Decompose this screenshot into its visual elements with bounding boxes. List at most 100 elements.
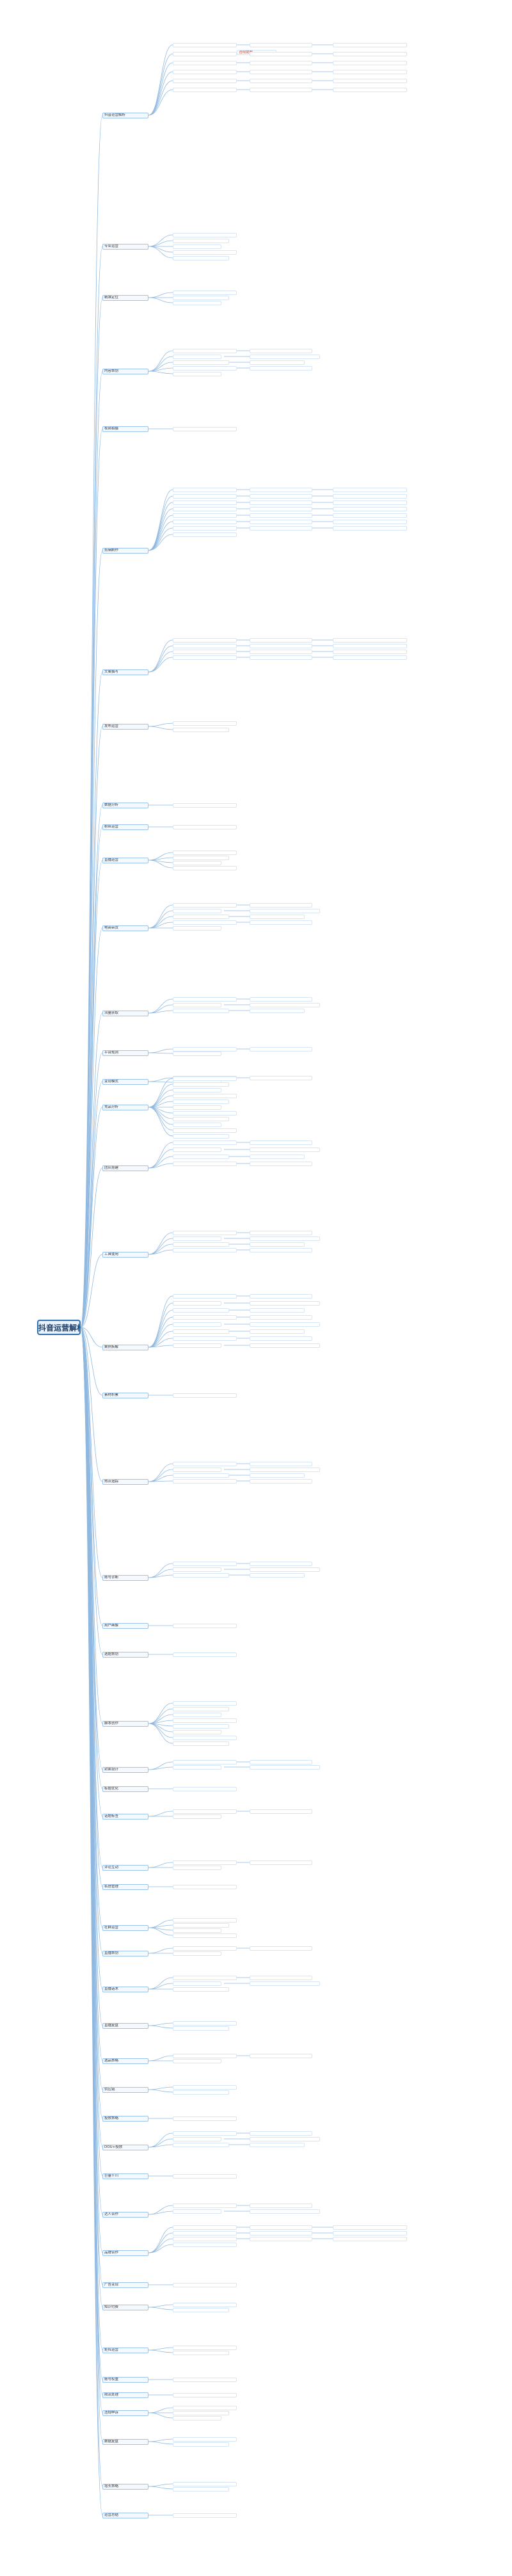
leaf-node[interactable] [173, 2345, 237, 2350]
leaf-node[interactable] [250, 920, 312, 925]
leaf-node[interactable] [173, 721, 237, 726]
leaf-node[interactable] [250, 643, 312, 648]
leaf-node[interactable] [250, 348, 312, 353]
branch-node[interactable]: 素材积累 [102, 1392, 148, 1398]
leaf-node[interactable] [173, 902, 237, 908]
branch-node[interactable]: 限流处理 [102, 2392, 148, 2398]
leaf-node[interactable] [250, 506, 312, 511]
leaf-node[interactable] [173, 1343, 221, 1348]
leaf-node[interactable] [173, 1076, 237, 1081]
branch-node[interactable]: 视频拍摄 [102, 426, 148, 432]
leaf-node[interactable] [250, 1147, 320, 1152]
leaf-node[interactable] [173, 1764, 221, 1770]
leaf-node[interactable] [250, 1140, 312, 1145]
leaf-node[interactable] [173, 1652, 237, 1657]
leaf-node[interactable] [173, 1236, 221, 1241]
leaf-node[interactable] [250, 2236, 312, 2241]
leaf-node[interactable] [173, 855, 229, 860]
leaf-node[interactable] [173, 365, 237, 371]
leaf-node[interactable] [333, 87, 407, 92]
leaf-node[interactable] [173, 1706, 229, 1711]
leaf-node[interactable] [173, 1975, 237, 1980]
leaf-node[interactable] [250, 1343, 320, 1348]
branch-node[interactable]: 脚本创作 [102, 1720, 148, 1727]
leaf-node[interactable] [173, 908, 221, 913]
leaf-node[interactable] [250, 360, 305, 365]
leaf-node[interactable] [333, 51, 407, 56]
branch-node[interactable]: 精准定位 [102, 294, 148, 301]
branch-node[interactable]: 标题优化 [102, 1786, 148, 1792]
leaf-node[interactable] [173, 348, 237, 353]
leaf-node[interactable] [173, 2203, 237, 2208]
leaf-node[interactable] [173, 1917, 237, 1923]
branch-node[interactable]: DOU+投放 [102, 2144, 148, 2150]
leaf-node[interactable] [173, 803, 237, 808]
leaf-node[interactable] [173, 2436, 237, 2442]
leaf-node[interactable] [173, 371, 221, 376]
branch-node[interactable]: 私信管理 [102, 1884, 148, 1890]
leaf-node[interactable] [250, 637, 312, 643]
branch-node[interactable]: 品牌合作 [102, 2250, 148, 2256]
leaf-node[interactable] [173, 2058, 221, 2063]
branch-node[interactable]: 供应链 [102, 2086, 148, 2093]
branch-node[interactable]: 运营总结 [102, 2512, 148, 2518]
leaf-node[interactable] [173, 1865, 221, 1870]
leaf-node[interactable] [173, 426, 237, 431]
leaf-node[interactable] [173, 244, 221, 249]
leaf-node[interactable] [173, 487, 237, 492]
leaf-node[interactable] [250, 1561, 312, 1566]
leaf-node[interactable] [250, 2142, 305, 2147]
root-node[interactable]: 抖音运营解析 [37, 1320, 81, 1335]
leaf-node[interactable] [173, 1315, 237, 1320]
leaf-node[interactable] [250, 500, 312, 505]
leaf-node[interactable] [173, 920, 237, 925]
branch-node[interactable]: 达人合作 [102, 2211, 148, 2218]
leaf-node[interactable] [173, 2230, 237, 2236]
branch-node[interactable]: 选品策略 [102, 2058, 148, 2064]
leaf-node[interactable] [250, 1236, 320, 1241]
leaf-node[interactable] [173, 255, 229, 260]
leaf-node[interactable] [173, 2481, 237, 2486]
leaf-node[interactable] [173, 1336, 237, 1341]
branch-node[interactable]: 直播策划 [102, 1950, 148, 1956]
leaf-node[interactable] [173, 2442, 229, 2447]
leaf-node[interactable] [333, 649, 407, 654]
leaf-node[interactable] [250, 1478, 312, 1484]
branch-node[interactable]: 评论互动 [102, 1864, 148, 1871]
leaf-node[interactable] [250, 1946, 312, 1951]
leaf-node[interactable] [173, 2026, 229, 2031]
leaf-node[interactable] [250, 354, 320, 359]
leaf-node[interactable] [173, 1884, 237, 1889]
branch-node[interactable]: 粉丝运营 [102, 824, 148, 830]
leaf-node[interactable] [333, 2225, 407, 2230]
leaf-node[interactable] [173, 1002, 221, 1007]
branch-node[interactable]: 直播运营 [102, 857, 148, 863]
leaf-node[interactable] [173, 1008, 229, 1013]
leaf-node[interactable] [173, 1712, 221, 1717]
leaf-node[interactable] [173, 232, 237, 237]
leaf-node[interactable] [250, 1567, 320, 1572]
leaf-node[interactable] [173, 60, 237, 65]
leaf-node[interactable] [173, 1093, 237, 1098]
leaf-node[interactable] [173, 1759, 237, 1764]
leaf-node[interactable] [173, 290, 237, 295]
branch-node[interactable]: 数据分析 [102, 802, 148, 808]
branch-node[interactable]: 选题策划 [102, 1651, 148, 1658]
leaf-node[interactable] [173, 643, 237, 648]
leaf-node[interactable] [173, 1110, 237, 1116]
branch-node[interactable]: 巨量千川 [102, 2173, 148, 2179]
leaf-node[interactable] [173, 1247, 237, 1252]
leaf-node[interactable] [173, 860, 221, 865]
leaf-node[interactable] [250, 42, 312, 47]
leaf-node[interactable] [173, 1987, 229, 1992]
leaf-node[interactable] [173, 493, 237, 499]
leaf-node[interactable] [173, 2405, 237, 2410]
leaf-node[interactable] [250, 908, 320, 913]
leaf-node[interactable] [250, 1467, 320, 1472]
leaf-node[interactable] [173, 1300, 221, 1306]
leaf-node[interactable] [173, 360, 229, 365]
leaf-node[interactable] [333, 655, 407, 660]
leaf-node[interactable] [173, 1393, 237, 1398]
leaf-node[interactable] [250, 1242, 305, 1247]
leaf-node[interactable] [173, 1140, 237, 1145]
